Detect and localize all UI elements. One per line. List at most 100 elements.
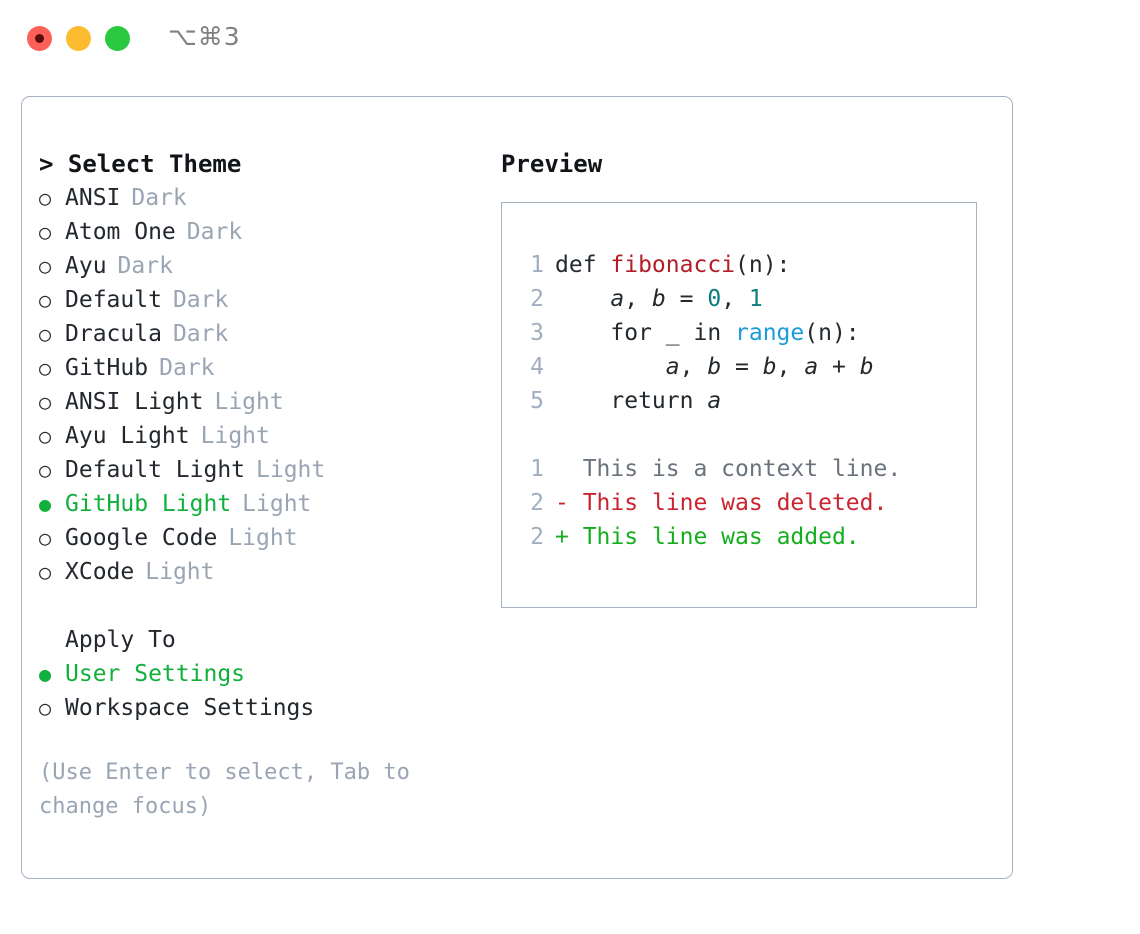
radio-unselected-icon: ○ xyxy=(39,186,52,210)
code-line: 3 for _ in range(n): xyxy=(514,316,901,350)
radio-unselected-icon: ○ xyxy=(39,356,52,380)
token-variable: b xyxy=(859,354,874,380)
code-line-content: for _ in range(n): xyxy=(555,316,860,350)
keyboard-shortcut-label: ⌥⌘3 xyxy=(168,22,241,51)
radio-unselected-icon: ○ xyxy=(39,560,52,584)
preview-box: 1 def fibonacci(n): 2 a, b = 0, 1 3 for _ i… xyxy=(501,202,977,608)
theme-variant-tag: Dark xyxy=(172,287,229,313)
radio-unselected-icon: ○ xyxy=(39,322,52,346)
diff-line-number: 2 xyxy=(530,524,544,550)
radio-selected-icon: ● xyxy=(39,662,52,686)
code-line-content: def fibonacci(n): xyxy=(555,248,790,282)
token-plain: for _ in xyxy=(555,320,736,346)
token-variable: b xyxy=(707,354,722,380)
diff-line-text: This line was deleted. xyxy=(582,490,888,516)
diff-marker xyxy=(555,452,583,486)
code-line-number: 2 xyxy=(530,286,544,312)
theme-variant-tag: Dark xyxy=(172,321,229,347)
theme-variant-tag: Dark xyxy=(186,219,243,245)
radio-unselected-icon: ○ xyxy=(39,220,52,244)
theme-option-label: Dracula xyxy=(65,321,162,347)
token-number: 1 xyxy=(748,286,763,312)
code-line: 5 return a xyxy=(514,384,901,418)
token-plain xyxy=(555,354,666,380)
theme-option-label: XCode xyxy=(65,559,135,585)
token-builtin: range xyxy=(735,320,805,346)
theme-option-github[interactable]: ○ GitHub Dark xyxy=(39,351,479,385)
preview-header: Preview xyxy=(501,150,603,178)
token-variable: a xyxy=(804,354,819,380)
theme-option-label: ANSI xyxy=(65,185,121,211)
token-variable: a xyxy=(610,286,625,312)
code-line-number: 5 xyxy=(530,388,544,414)
code-line: 4 a, b = b, a + b xyxy=(514,350,901,384)
theme-option-label: Default Light xyxy=(65,457,246,483)
token-plain: + xyxy=(818,354,860,380)
theme-option-label: Ayu xyxy=(65,253,107,279)
token-plain: (n): xyxy=(804,320,860,346)
radio-unselected-icon: ○ xyxy=(39,526,52,550)
token-plain: , xyxy=(679,354,708,380)
minimize-window-button[interactable] xyxy=(66,26,91,51)
diff-line-added: 2 + This line was added. xyxy=(514,520,901,554)
radio-unselected-icon: ○ xyxy=(39,424,52,448)
radio-unselected-icon: ○ xyxy=(39,696,52,720)
token-number: 0 xyxy=(707,286,722,312)
token-variable: b xyxy=(762,354,777,380)
diff-line-text: This line was added. xyxy=(582,524,860,550)
code-line-content: a, b = b, a + b xyxy=(555,350,874,384)
traffic-lights xyxy=(27,26,130,51)
theme-option-default-light[interactable]: ○ Default Light Light xyxy=(39,453,479,487)
theme-option-ayu-light[interactable]: ○ Ayu Light Light xyxy=(39,419,479,453)
theme-variant-tag: Light xyxy=(256,457,326,483)
preview-pane: Preview 1 def fibonacci(n): 2 a, b = 0, 1 3… xyxy=(501,147,981,608)
maximize-window-button[interactable] xyxy=(105,26,130,51)
diff-line-context: 1 This is a context line. xyxy=(514,452,901,486)
code-line-number: 1 xyxy=(530,252,544,278)
diff-line-number: 2 xyxy=(530,490,544,516)
diff-line-deleted: 2- This line was deleted. xyxy=(514,486,901,520)
token-plain: , xyxy=(624,286,652,312)
token-plain: (n): xyxy=(735,252,791,278)
keyboard-hint-text: (Use Enter to select, Tab to change focu… xyxy=(39,760,410,819)
radio-unselected-icon: ○ xyxy=(39,390,52,414)
select-theme-header: > Select Theme xyxy=(39,150,242,178)
token-plain: , xyxy=(776,354,805,380)
theme-variant-tag: Dark xyxy=(159,355,215,381)
theme-variant-tag: Light xyxy=(200,423,270,449)
theme-option-ansi[interactable]: ○ ANSI Dark xyxy=(39,181,479,215)
token-plain: , xyxy=(721,286,749,312)
diff-line-number: 1 xyxy=(530,456,544,482)
diff-line-text: This is a context line. xyxy=(582,456,902,482)
diff-marker: - xyxy=(555,490,583,516)
theme-option-dracula[interactable]: ○ Dracula Dark xyxy=(39,317,479,351)
radio-unselected-icon: ○ xyxy=(39,458,52,482)
pane-spacer xyxy=(39,589,479,623)
theme-option-label: GitHub xyxy=(65,355,149,381)
apply-to-option-label: Workspace Settings xyxy=(65,695,315,721)
code-diff-separator xyxy=(514,418,901,452)
theme-variant-tag: Dark xyxy=(131,185,187,211)
apply-to-option-workspace-settings[interactable]: ○ Workspace Settings xyxy=(39,691,479,725)
apply-to-header: Apply To xyxy=(65,627,176,653)
token-plain: return xyxy=(555,388,708,414)
diff-marker: + xyxy=(555,524,583,550)
theme-variant-tag: Light xyxy=(242,491,312,517)
close-window-button[interactable] xyxy=(27,26,52,51)
theme-option-label: Ayu Light xyxy=(65,423,190,449)
apply-to-option-user-settings[interactable]: ●User Settings xyxy=(39,657,479,691)
theme-variant-tag: Light xyxy=(214,389,284,415)
radio-unselected-icon: ○ xyxy=(39,288,52,312)
token-plain: = xyxy=(721,354,763,380)
